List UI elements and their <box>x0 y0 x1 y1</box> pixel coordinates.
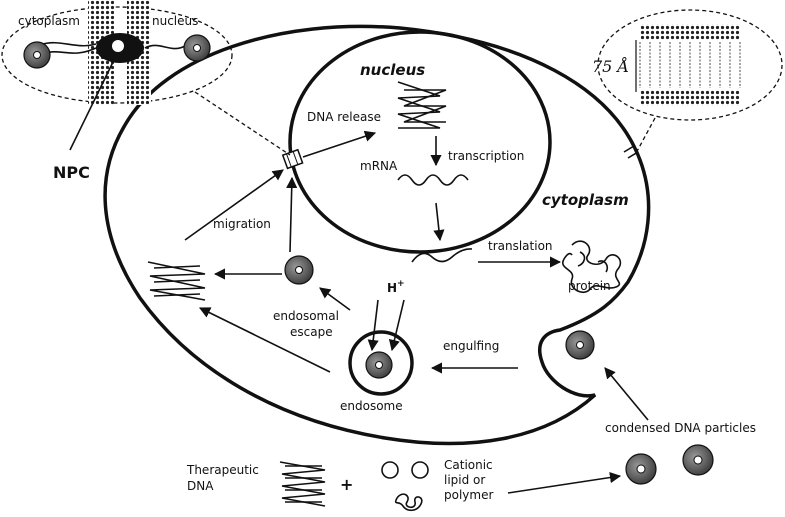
npc-pointer <box>69 61 114 151</box>
uptake-arrow <box>604 367 649 421</box>
endosome-to-dna-arrow <box>198 307 331 373</box>
nuclear-envelope-cross-section <box>39 0 186 105</box>
cationic-lipid-icon <box>381 461 429 479</box>
dna-particle-icon <box>365 351 393 379</box>
mrna-label: mRNA <box>360 159 398 173</box>
inset-cytoplasm-label: cytoplasm <box>18 14 80 28</box>
polymer-icon <box>394 493 423 512</box>
nucleus-label: nucleus <box>360 61 425 79</box>
cationic-label-line2: lipid or <box>444 473 485 487</box>
protein-icon <box>561 240 622 294</box>
formulation-arrow <box>507 471 622 494</box>
dna-particle-icon <box>183 34 211 62</box>
dna-coil-icon <box>147 261 206 301</box>
escape-arrow <box>319 287 351 311</box>
nucleus-envelope <box>288 30 552 254</box>
plus-sign: + <box>340 475 353 494</box>
membrane-thickness-label: 75 Å <box>592 56 629 76</box>
cytoplasm-label: cytoplasm <box>542 191 629 209</box>
dna-particle-icon <box>682 444 714 476</box>
cationic-label-line3: polymer <box>444 488 493 502</box>
condensed-dna-particles-label: condensed DNA particles <box>605 421 756 435</box>
migration-arrow <box>184 169 284 241</box>
therapeutic-dna-label-line1: Therapeutic <box>186 463 259 477</box>
cationic-label-line1: Cationic <box>444 458 493 472</box>
npc-inset-bubble <box>1 6 233 104</box>
proton-arrow-1 <box>367 299 379 352</box>
dna-particle-icon <box>565 330 595 360</box>
therapeutic-dna-label-line2: DNA <box>187 479 214 493</box>
nuclear-pore-icon <box>281 148 304 170</box>
engulfing-label: engulfing <box>443 339 499 353</box>
proton-arrow-2 <box>388 299 405 352</box>
dna-coil-icon <box>279 461 326 507</box>
endosome-label: endosome <box>340 399 403 413</box>
dna-particle-icon <box>284 255 314 285</box>
membrane-inset-bubble <box>597 9 783 121</box>
dna-particle-icon <box>23 41 51 69</box>
dna-release-label: DNA release <box>307 110 381 124</box>
cell-membrane <box>103 24 651 446</box>
cytoplasmic-mrna-strand <box>411 248 473 263</box>
npc-inset-connector <box>194 91 291 156</box>
endosomal-escape-label-line2: escape <box>290 325 333 339</box>
transcription-label: transcription <box>448 149 524 163</box>
mrna-strand <box>397 174 469 186</box>
protein-label: protein <box>568 279 611 293</box>
export-arrow <box>433 202 445 242</box>
inset-nucleus-label: nucleus <box>152 14 198 28</box>
migration-label: migration <box>213 217 271 231</box>
npc-label: NPC <box>53 163 90 182</box>
dna-coil-icon <box>397 81 447 129</box>
particle-to-pore-arrow <box>286 176 298 253</box>
membrane-inset-connector <box>634 117 656 156</box>
dna-particle-icon <box>625 453 657 485</box>
endosomal-escape-label-line1: endosomal <box>273 309 339 323</box>
pore-to-dna-arrow <box>302 130 377 158</box>
h-plus-label: H+ <box>387 279 405 295</box>
endosome-vesicle <box>348 330 414 396</box>
lipid-bilayer-icon <box>635 24 741 106</box>
translation-label: translation <box>488 239 553 253</box>
